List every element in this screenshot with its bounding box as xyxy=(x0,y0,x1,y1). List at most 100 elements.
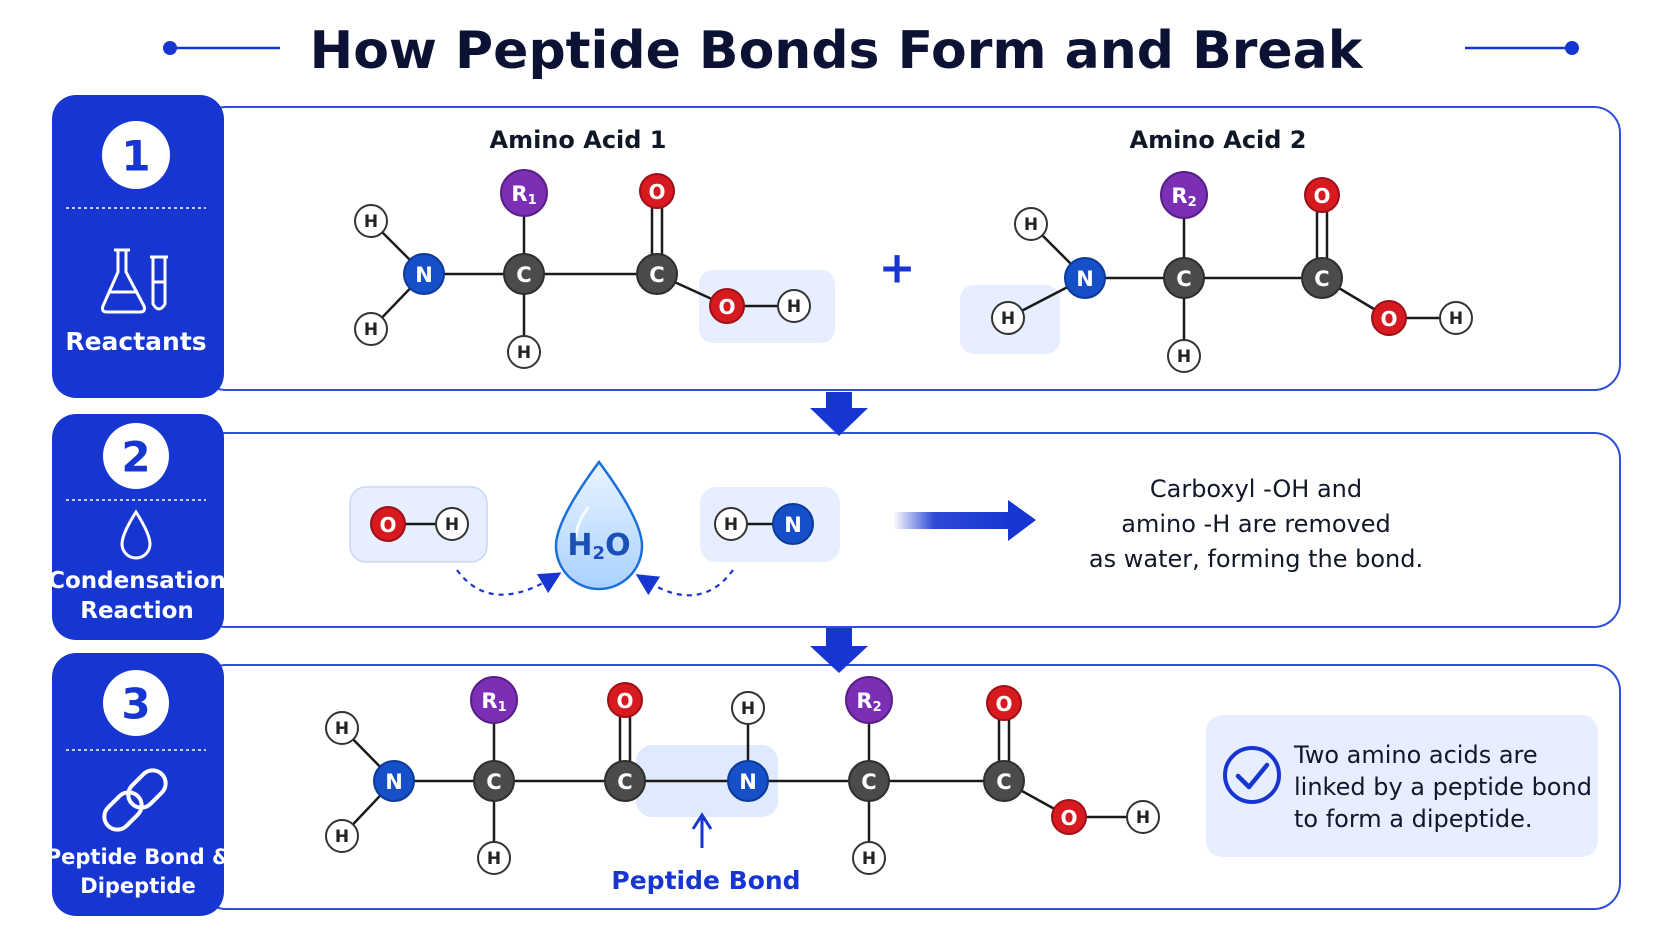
peptide-bond-pointer xyxy=(691,812,713,848)
aa2-atom-c-3 xyxy=(1163,257,1205,299)
dip-atom-o-14 xyxy=(986,685,1022,721)
aa1-atom-o-7 xyxy=(639,173,675,209)
aa1-atom-c-3 xyxy=(503,253,545,295)
aa2-atom-h-9 xyxy=(1439,301,1473,335)
frag-atom-h-1-symbol: H xyxy=(445,515,459,535)
aa1-atom-h-1 xyxy=(354,312,388,346)
water-drop: H2O xyxy=(554,459,644,591)
summary-line-3: to form a dipeptide. xyxy=(1294,805,1533,833)
dip-atom-h-0 xyxy=(325,711,359,745)
aa1-atom-c-6-symbol: C xyxy=(649,263,664,287)
dip-atom-c-6-symbol: C xyxy=(617,770,632,794)
aa2-atom-r2-4-symbol: R2 xyxy=(1171,184,1196,210)
summary-box xyxy=(1206,715,1598,857)
frag-atom-h-1 xyxy=(435,507,469,541)
dip-atom-n-2-symbol: N xyxy=(385,770,403,794)
dip-atom-h-9 xyxy=(731,691,765,725)
frag-atom-h-2-symbol: H xyxy=(724,515,738,535)
aa1-atom-h-9-symbol: H xyxy=(787,297,801,317)
title-dot-left xyxy=(163,41,177,55)
aa1-atom-h-9 xyxy=(777,289,811,323)
aa1-atom-r1-4-symbol: R1 xyxy=(511,182,536,208)
down-arrow-2 xyxy=(810,628,868,673)
dip-atom-o-14-symbol: O xyxy=(995,692,1012,716)
dip-atom-c-3-symbol: C xyxy=(486,770,501,794)
water-formula: H2O xyxy=(567,528,630,564)
down-arrow-1 xyxy=(810,392,868,436)
aa2-atom-n-2 xyxy=(1064,257,1106,299)
dip-atom-h-5 xyxy=(477,841,511,875)
aa2-atom-o-8-symbol: O xyxy=(1380,307,1397,331)
aa1-atom-n-2-symbol: N xyxy=(415,263,433,287)
step-2-tab-bg xyxy=(52,414,224,640)
aa1-atom-h-0 xyxy=(354,204,388,238)
step-1-tab: 1 Reactants xyxy=(52,95,224,398)
dip-atom-o-15-symbol: O xyxy=(1060,806,1077,830)
aa2-atom-o-8 xyxy=(1371,300,1407,336)
dip-atom-h-1-symbol: H xyxy=(335,827,349,847)
dip-atom-h-0-symbol: H xyxy=(335,719,349,739)
aa1-atom-o-8 xyxy=(709,288,745,324)
aa1-atom-c-3-symbol: C xyxy=(516,263,531,287)
aa1-atom-h-5-symbol: H xyxy=(517,343,531,363)
dip-atom-o-7 xyxy=(607,682,643,718)
frag-atom-o-0 xyxy=(370,506,406,542)
dashed-arrow-h-to-water xyxy=(635,569,734,597)
step-1-label-line-1: Reactants xyxy=(65,327,206,356)
aa1-atom-o-8-symbol: O xyxy=(718,295,735,319)
step-2-number: 2 xyxy=(121,433,150,482)
dip-atom-n-8 xyxy=(727,760,769,802)
dip-atom-h-5-symbol: H xyxy=(487,849,501,869)
aa1-atom-h-1-symbol: H xyxy=(364,320,378,340)
step-1-tab-bg xyxy=(52,95,224,398)
step-3-tab-bg xyxy=(52,653,224,916)
water-drop-icon xyxy=(120,509,152,560)
dip-atom-n-8-symbol: N xyxy=(739,770,757,794)
aa2-atom-h-0-symbol: H xyxy=(1024,215,1038,235)
aa2-atom-r2-4 xyxy=(1160,171,1208,219)
aa2-atom-n-2-symbol: N xyxy=(1076,267,1094,291)
dashed-arrow-oh-to-water xyxy=(456,569,562,596)
dip-atom-h-12-symbol: H xyxy=(862,849,876,869)
dip-atom-c-13-symbol: C xyxy=(996,770,1011,794)
condensation-description-line-3: as water, forming the bond. xyxy=(1089,545,1423,573)
amino-acid-2-label: Amino Acid 2 xyxy=(1130,126,1307,154)
step-3-tab: 3 Peptide Bond & Dipeptide xyxy=(46,653,230,916)
dip-atom-r2-11 xyxy=(845,676,893,724)
dip-atom-h-9-symbol: H xyxy=(741,699,755,719)
aa2-atom-o-7-symbol: O xyxy=(1313,184,1330,208)
reaction-arrow xyxy=(893,500,1036,541)
water-sub: 2 xyxy=(593,543,606,564)
dip-atom-r1-4 xyxy=(470,676,518,724)
aa2-atom-c-3-symbol: C xyxy=(1176,267,1191,291)
dip-atom-c-13 xyxy=(983,760,1025,802)
frag-atom-n-3 xyxy=(772,503,814,545)
dip-atom-c-3 xyxy=(473,760,515,802)
summary-line-2: linked by a peptide bond xyxy=(1294,773,1592,801)
aa1-atom-h-0-symbol: H xyxy=(364,212,378,232)
plus-sign: + xyxy=(879,243,916,294)
dip-atom-h-16-symbol: H xyxy=(1136,808,1150,828)
aa1-atom-h-5 xyxy=(507,335,541,369)
aa1-atom-r1-4 xyxy=(500,169,548,217)
step-2-number-badge xyxy=(103,423,169,489)
title-dot-right xyxy=(1565,41,1579,55)
frag-atom-h-2 xyxy=(714,507,748,541)
aa2-atom-c-6-symbol: C xyxy=(1314,267,1329,291)
step-2-label-line-1: Condensation xyxy=(48,568,226,594)
step-3-number-badge xyxy=(103,670,169,736)
step-3-number: 3 xyxy=(121,680,150,729)
water-h: H xyxy=(567,528,592,563)
frag-atom-o-0-symbol: O xyxy=(379,513,396,537)
aa2-atom-o-7 xyxy=(1304,177,1340,213)
condensation-description-line-2: amino -H are removed xyxy=(1121,510,1390,538)
dip-atom-r2-11-symbol: R2 xyxy=(856,689,881,715)
summary-line-1: Two amino acids are xyxy=(1293,741,1538,769)
aa2-atom-h-1 xyxy=(991,301,1025,335)
